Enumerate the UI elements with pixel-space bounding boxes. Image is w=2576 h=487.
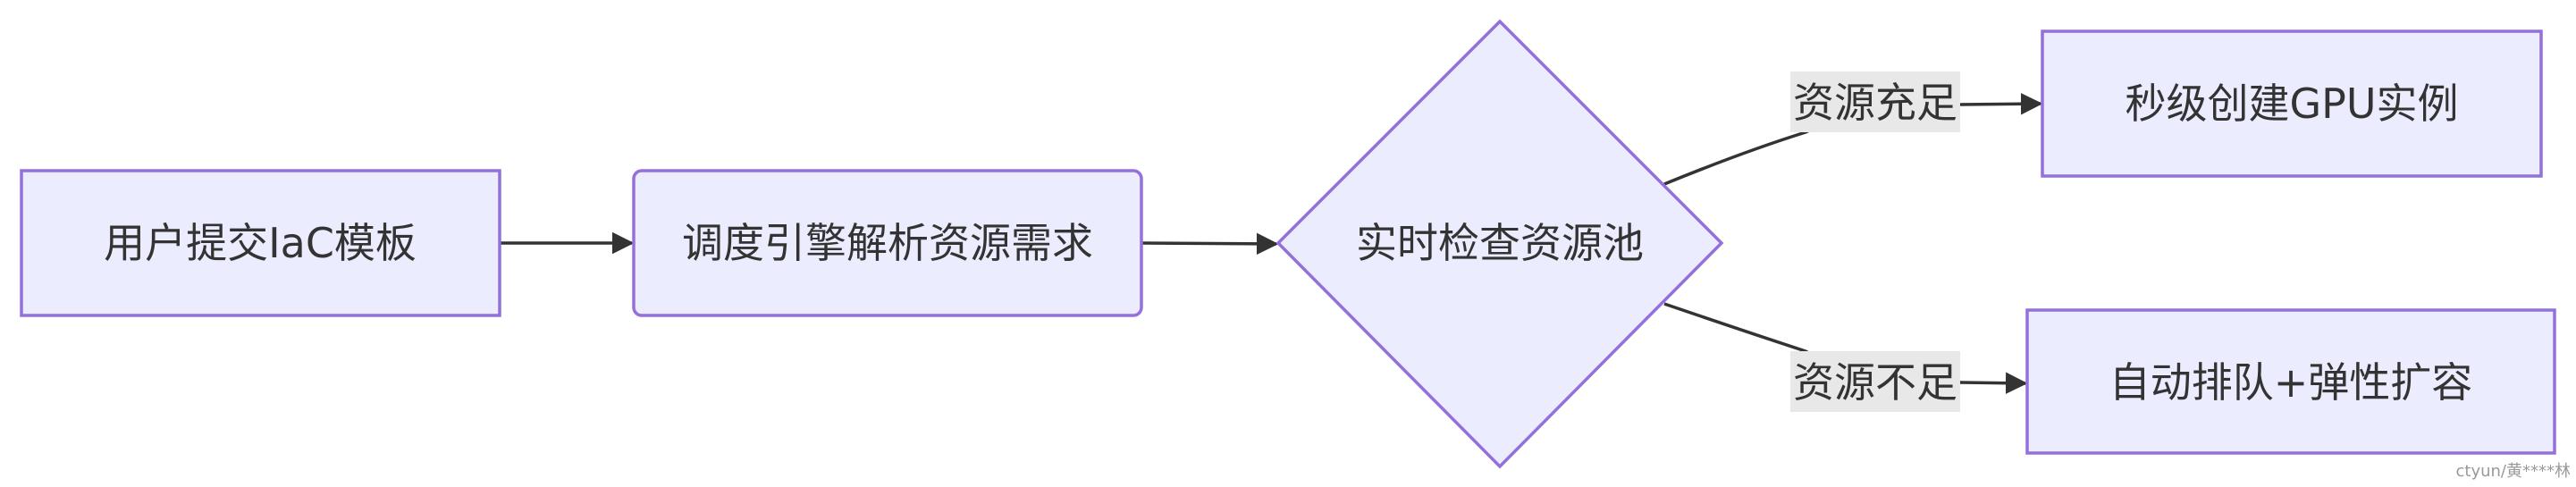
node-create-gpu-instance[interactable]: 秒级创建GPU实例 xyxy=(2041,29,2543,178)
node-label: 秒级创建GPU实例 xyxy=(2125,80,2458,128)
node-submit-iac-template[interactable]: 用户提交IaC模板 xyxy=(20,169,501,317)
edge-label-text: 资源不足 xyxy=(1793,358,1957,407)
node-label: 自动排队+弹性扩容 xyxy=(2109,358,2473,407)
node-label: 用户提交IaC模板 xyxy=(104,219,417,267)
edge-label-text: 资源充足 xyxy=(1793,79,1957,127)
node-check-resource-pool[interactable]: 实时检查资源池 xyxy=(1275,19,1724,469)
edge-parse-to-check xyxy=(1141,232,1279,256)
node-parse-requirements[interactable]: 调度引擎解析资源需求 xyxy=(632,169,1143,317)
node-label: 调度引擎解析资源需求 xyxy=(682,219,1093,267)
edge-label-insufficient: 资源不足 xyxy=(1790,351,1960,412)
edge-label-sufficient: 资源充足 xyxy=(1790,71,1960,132)
node-label: 实时检查资源池 xyxy=(1356,219,1644,267)
node-queue-and-scale[interactable]: 自动排队+弹性扩容 xyxy=(2025,308,2556,455)
watermark: ctyun/黄****林 xyxy=(2455,462,2572,481)
